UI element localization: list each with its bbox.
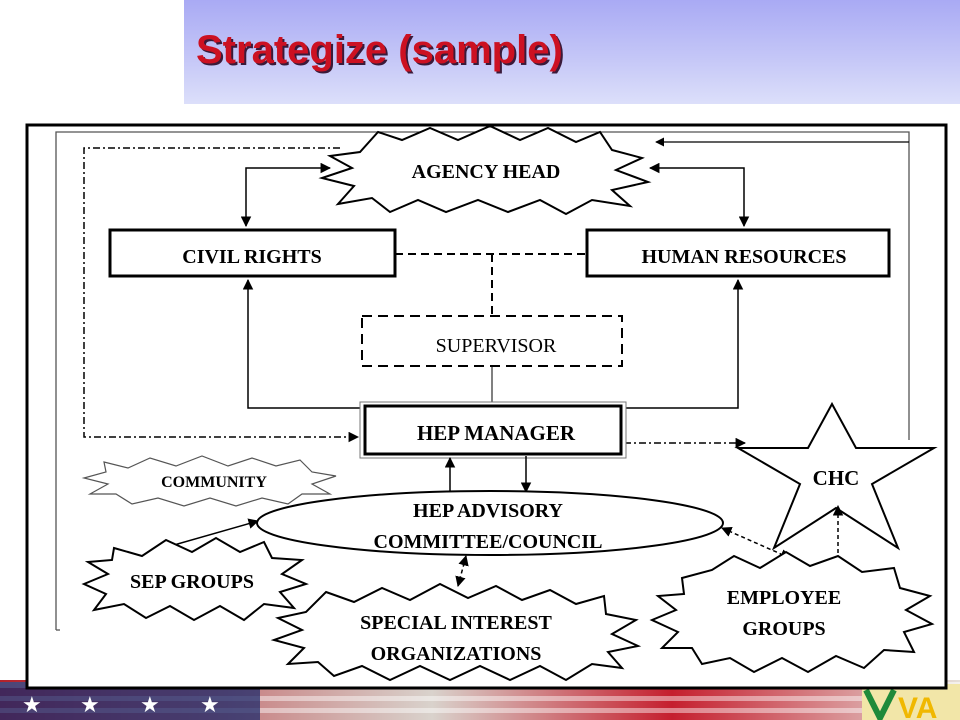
page-title: Strategize (sample): [196, 28, 563, 72]
human-resources-label: HUMAN RESOURCES: [641, 246, 846, 268]
special-interest-burst: SPECIAL INTEREST ORGANIZATIONS: [270, 582, 642, 682]
manager-to-civilrights-arrow: [242, 278, 360, 409]
title-band: [184, 0, 960, 104]
agency-hr-arrow: [648, 162, 750, 228]
employee-groups-label-line2: GROUPS: [742, 618, 825, 640]
chc-label: CHC: [813, 466, 860, 490]
agency-head-label: AGENCY HEAD: [412, 161, 561, 183]
community-label: COMMUNITY: [161, 474, 267, 491]
hep-advisory-ellipse: HEP ADVISORY COMMITTEE/COUNCIL: [256, 490, 724, 556]
sep-groups-burst: SEP GROUPS: [81, 536, 309, 622]
civil-rights-box: CIVIL RIGHTS: [108, 228, 397, 278]
supervisor-box: SUPERVISOR: [361, 315, 623, 367]
va-logo: VA: [862, 684, 960, 720]
svg-text:★: ★: [80, 692, 100, 717]
hep-manager-box: HEP MANAGER: [359, 401, 627, 459]
supervisor-label: SUPERVISOR: [436, 335, 557, 357]
hep-advisory-label-line2: COMMITTEE/COUNCIL: [374, 531, 603, 553]
dashdot-agency-to-manager: [83, 147, 360, 443]
hep-manager-label: HEP MANAGER: [417, 421, 576, 445]
employee-groups-label-line1: EMPLOYEE: [727, 587, 841, 609]
manager-to-hr-arrow: [624, 278, 744, 409]
hep-advisory-label-line1: HEP ADVISORY: [413, 500, 563, 522]
agency-head-burst: AGENCY HEAD: [318, 124, 652, 216]
special-interest-label-line1: SPECIAL INTEREST: [360, 612, 552, 634]
community-burst: COMMUNITY: [81, 455, 337, 507]
advisory-employee-arrow: [721, 527, 791, 559]
svg-text:★: ★: [22, 692, 42, 717]
employee-groups-burst: EMPLOYEE GROUPS: [649, 550, 935, 674]
sep-groups-label: SEP GROUPS: [130, 571, 254, 593]
special-interest-label-line2: ORGANIZATIONS: [371, 643, 542, 665]
agency-civilrights-arrow: [240, 162, 332, 228]
civil-rights-label: CIVIL RIGHTS: [182, 246, 322, 268]
human-resources-box: HUMAN RESOURCES: [585, 228, 891, 278]
svg-text:★: ★: [140, 692, 160, 717]
svg-text:★: ★: [200, 692, 220, 717]
advisory-special-arrow: [455, 554, 469, 588]
va-logo-text: VA: [898, 692, 937, 720]
